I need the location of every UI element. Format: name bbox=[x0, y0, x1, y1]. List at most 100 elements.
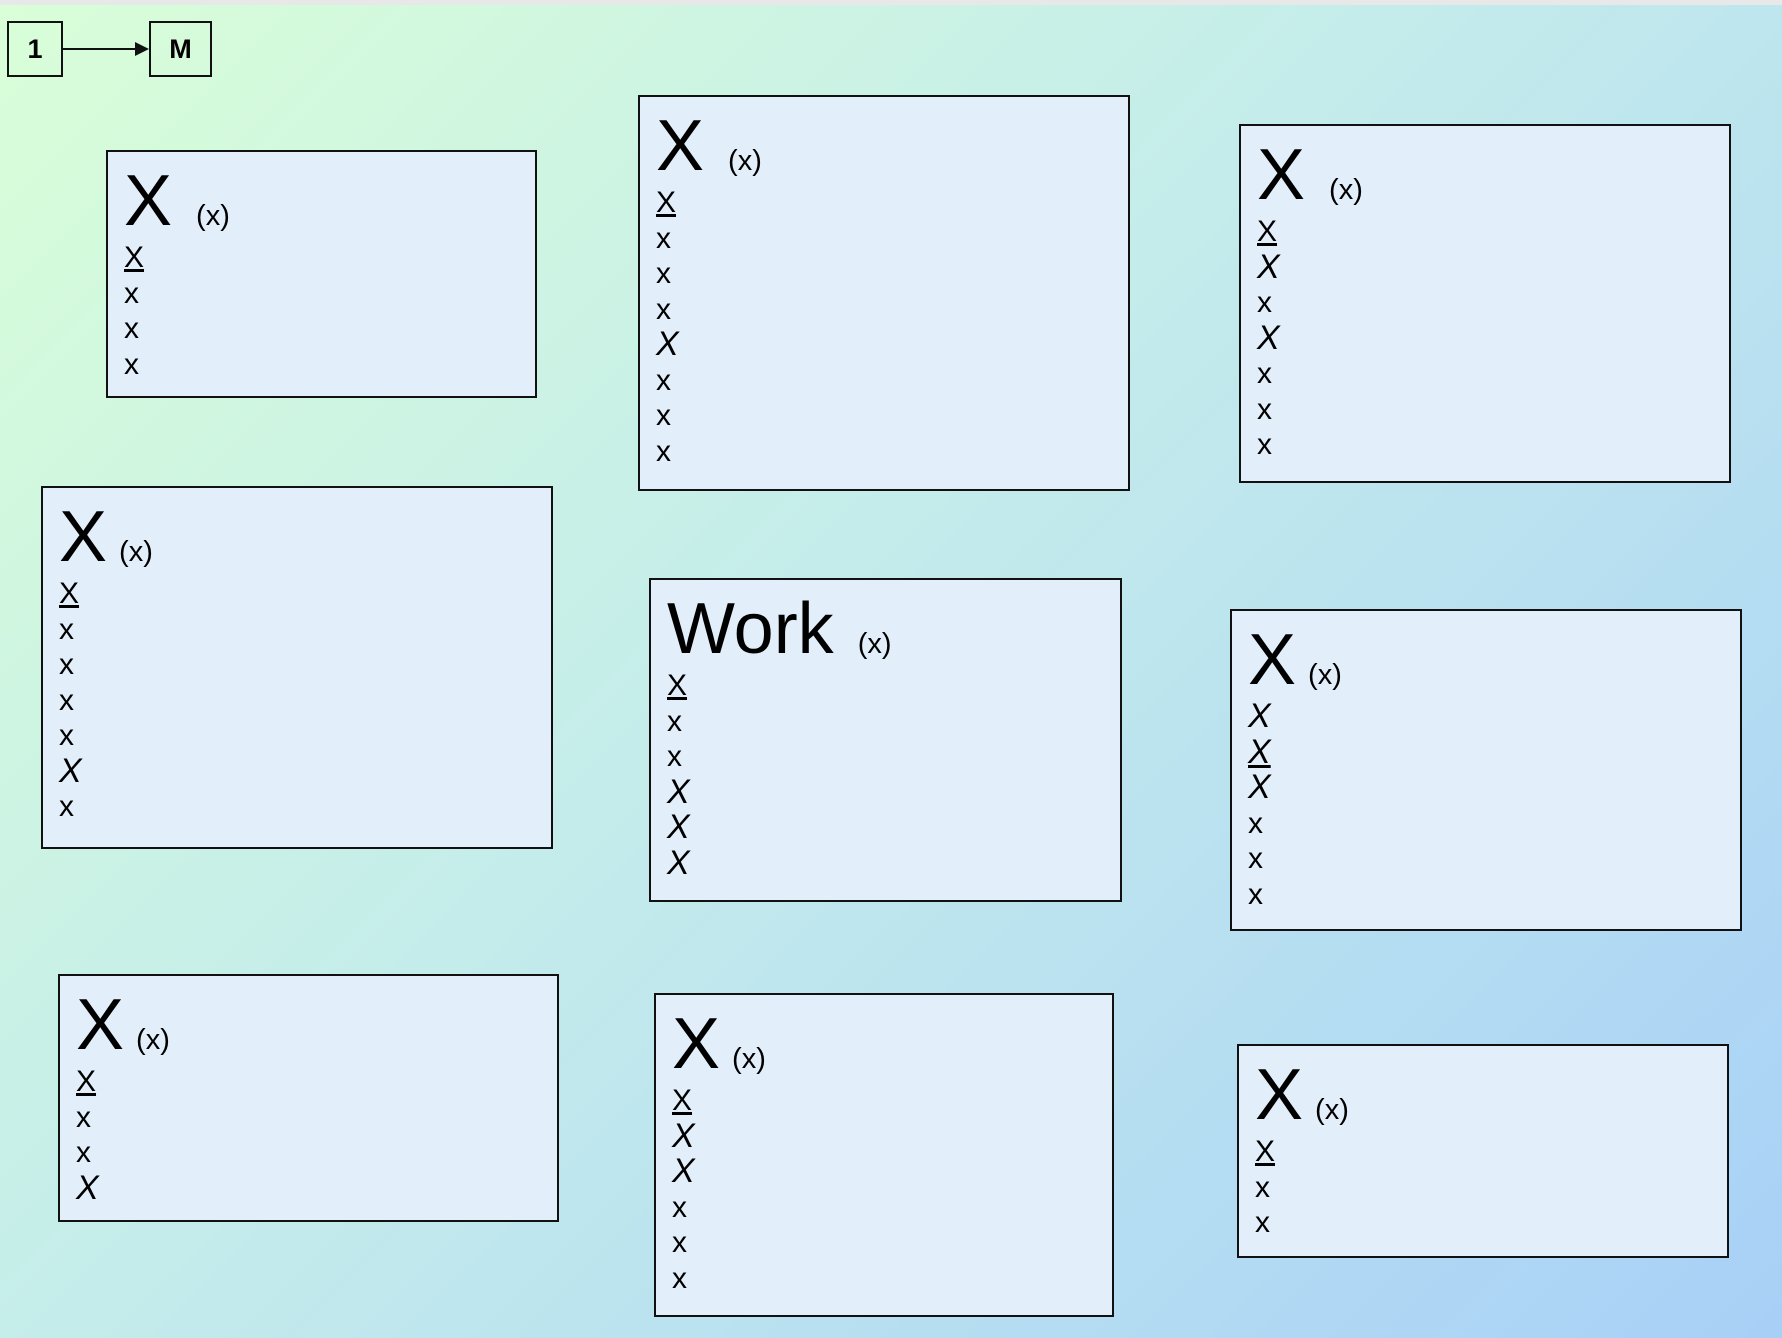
attribute-foreign-key: X bbox=[59, 751, 82, 790]
entity-box[interactable]: X (x) X x x x x X x bbox=[41, 486, 553, 849]
attribute-primary-key: X bbox=[1255, 1135, 1276, 1168]
entity-tag: (x) bbox=[857, 628, 892, 660]
attribute-primary-key: X bbox=[656, 186, 677, 219]
attribute-list: X X X x x x bbox=[672, 1083, 1096, 1296]
attribute: x bbox=[1248, 842, 1263, 875]
attribute-foreign-key: X bbox=[656, 325, 679, 363]
attribute-foreign-key: X bbox=[1248, 697, 1271, 735]
attribute: x bbox=[656, 257, 671, 290]
entity-name: X bbox=[672, 1004, 721, 1084]
attribute: x bbox=[672, 1226, 687, 1259]
entity-box[interactable]: X (x) X x x bbox=[1237, 1044, 1729, 1258]
entity-box[interactable]: X (x) X x x x bbox=[106, 150, 537, 398]
attribute-primary-key: X bbox=[124, 241, 145, 274]
attribute-list: X X X x x x bbox=[1248, 697, 1724, 912]
attribute: x bbox=[656, 434, 671, 468]
entity-box[interactable]: X (x) X x x X bbox=[58, 974, 559, 1222]
attribute: x bbox=[1257, 392, 1272, 426]
entity-tag: (x) bbox=[732, 1043, 766, 1075]
attribute-list: X X x X x x x bbox=[1257, 214, 1713, 463]
attribute: x bbox=[656, 292, 671, 326]
attribute-primary-key: X bbox=[667, 669, 688, 702]
entity-name: Work bbox=[667, 589, 834, 669]
entity-header: X (x) bbox=[1255, 1056, 1711, 1134]
attribute-foreign-key: X bbox=[672, 1152, 695, 1190]
attribute-foreign-key: X bbox=[667, 772, 690, 811]
entity-box[interactable]: X (x) X X x X x x x bbox=[1239, 124, 1731, 483]
attribute: x bbox=[1248, 877, 1263, 911]
entity-header: X (x) bbox=[672, 1005, 1096, 1083]
entity-header: X (x) bbox=[1248, 621, 1724, 699]
attribute: x bbox=[1248, 806, 1263, 840]
legend-connector-line bbox=[63, 48, 139, 50]
entity-name: X bbox=[124, 161, 173, 241]
attribute-primary-key: X bbox=[76, 1065, 97, 1098]
attribute: x bbox=[672, 1190, 687, 1224]
legend-one-label: 1 bbox=[27, 33, 43, 64]
attribute: x bbox=[1257, 428, 1272, 461]
entity-name: X bbox=[1248, 620, 1297, 700]
attribute-foreign-key: X bbox=[1248, 768, 1271, 806]
attribute: x bbox=[76, 1136, 91, 1169]
entity-tag: (x) bbox=[1329, 174, 1363, 206]
entity-tag: (x) bbox=[136, 1024, 170, 1056]
entity-name: X bbox=[656, 106, 705, 186]
attribute-list: X x x X X X bbox=[667, 668, 1104, 881]
attribute: x bbox=[672, 1261, 687, 1295]
attribute-list: X x x x bbox=[124, 240, 519, 382]
entity-name: X bbox=[1255, 1055, 1304, 1135]
entity-box[interactable]: X (x) X X X x x x bbox=[1230, 609, 1742, 931]
attribute-foreign-key: X bbox=[667, 843, 690, 882]
attribute: x bbox=[656, 363, 671, 397]
entity-tag: (x) bbox=[119, 536, 153, 568]
entity-tag: (x) bbox=[728, 145, 762, 177]
attribute: x bbox=[667, 740, 682, 773]
attribute: x bbox=[656, 221, 671, 255]
entity-box[interactable]: X (x) X X X x x x bbox=[654, 993, 1114, 1317]
legend-arrow-icon bbox=[135, 42, 149, 56]
entity-header: X (x) bbox=[1257, 136, 1713, 214]
attribute-foreign-key: X bbox=[1257, 318, 1280, 357]
attribute-list: X x x x x X x bbox=[59, 576, 535, 825]
attribute-list: X x x X bbox=[76, 1064, 541, 1206]
attribute: x bbox=[124, 312, 139, 345]
entity-header: X (x) bbox=[59, 498, 535, 576]
attribute: x bbox=[656, 399, 671, 432]
attribute-list: X x x bbox=[1255, 1134, 1711, 1241]
entity-name: X bbox=[76, 985, 125, 1065]
attribute-primary-foreign-key: X bbox=[1248, 732, 1271, 771]
attribute: x bbox=[1257, 286, 1272, 319]
attribute: x bbox=[59, 790, 74, 823]
attribute-primary-key: X bbox=[1257, 215, 1278, 248]
attribute-foreign-key: X bbox=[76, 1168, 99, 1207]
attribute: x bbox=[1255, 1206, 1270, 1239]
legend-one-box: 1 bbox=[7, 21, 63, 77]
attribute-list: X x x x X x x x bbox=[656, 185, 1112, 469]
attribute: x bbox=[124, 276, 139, 310]
entity-header: Work (x) bbox=[667, 590, 1104, 668]
entity-box-work[interactable]: Work (x) X x x X X X bbox=[649, 578, 1122, 902]
entity-header: X (x) bbox=[76, 986, 541, 1064]
entity-name: X bbox=[1257, 135, 1306, 215]
entity-tag: (x) bbox=[1315, 1094, 1349, 1126]
legend-many-box: M bbox=[149, 21, 212, 77]
entity-header: X (x) bbox=[656, 107, 1112, 185]
attribute: x bbox=[124, 347, 139, 381]
entity-tag: (x) bbox=[196, 200, 230, 232]
attribute: x bbox=[59, 648, 74, 681]
attribute: x bbox=[59, 612, 74, 646]
attribute-foreign-key: X bbox=[672, 1116, 695, 1155]
attribute-primary-key: X bbox=[672, 1084, 693, 1117]
attribute: x bbox=[76, 1100, 91, 1134]
attribute: x bbox=[1257, 357, 1272, 390]
attribute: x bbox=[59, 683, 74, 717]
attribute-foreign-key: X bbox=[1257, 247, 1280, 286]
entity-name: X bbox=[59, 497, 108, 577]
attribute: x bbox=[1255, 1170, 1270, 1204]
attribute-foreign-key: X bbox=[667, 808, 690, 846]
attribute: x bbox=[667, 704, 682, 738]
attribute-primary-key: X bbox=[59, 577, 80, 610]
legend-many-label: M bbox=[169, 33, 192, 64]
entity-box[interactable]: X (x) X x x x X x x x bbox=[638, 95, 1130, 491]
